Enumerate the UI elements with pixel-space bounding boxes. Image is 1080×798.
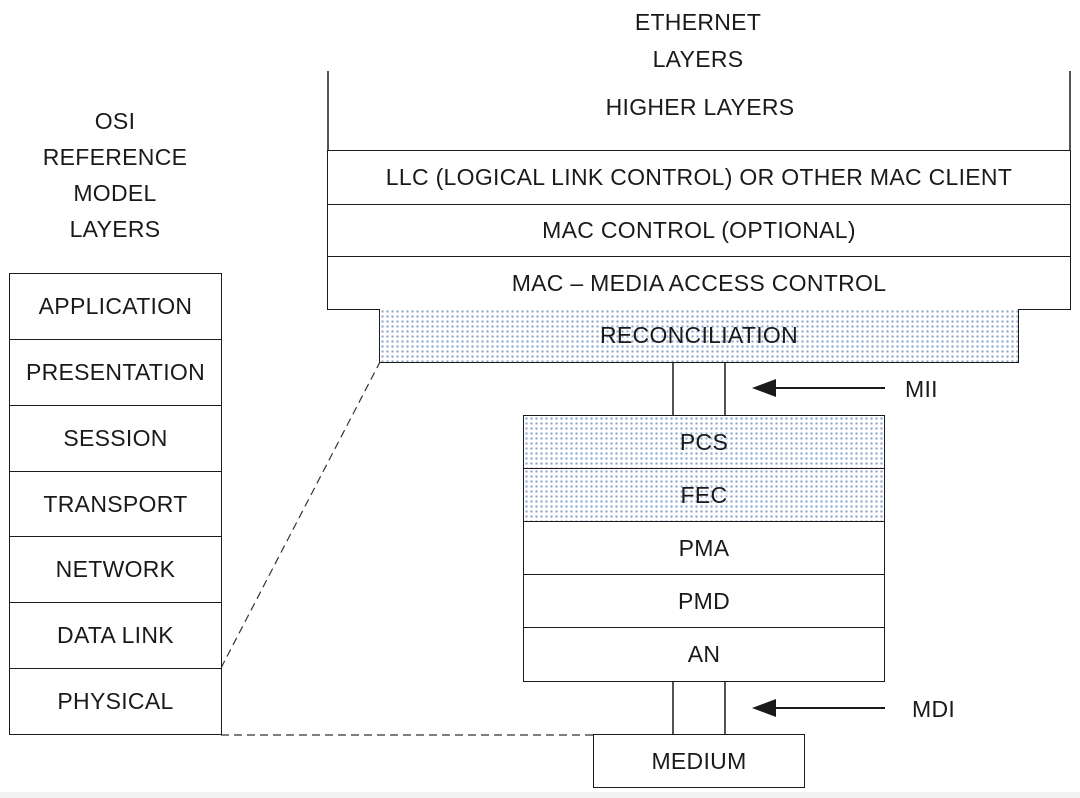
mii-arrow-head [752,379,776,397]
higher-layers-label: HIGHER LAYERS [605,94,795,120]
osi-title-line3: MODEL [73,180,157,206]
mdi-arrow-head [752,699,776,717]
llc-layer: LLC (LOGICAL LINK CONTROL) OR OTHER MAC … [327,150,1071,205]
mdi-label: MDI [912,696,956,722]
pma-layer: PMA [523,522,885,575]
osi-layer-network: NETWORK [9,537,222,603]
bottom-strip [0,792,1080,798]
osi-layer-application: APPLICATION [9,273,222,340]
medium-box: MEDIUM [593,734,805,788]
osi-layer-transport: TRANSPORT [9,472,222,537]
pcs-layer: PCS [523,415,885,469]
datalink-mapping-line [220,361,381,669]
ethernet-title-line1: ETHERNET [634,9,762,35]
an-layer: AN [523,628,885,682]
ethernet-title-line2: LAYERS [652,46,744,72]
osi-layer-presentation: PRESENTATION [9,340,222,406]
osi-title-line2: REFERENCE [42,144,188,170]
mii-label: MII [905,376,938,402]
fec-layer: FEC [523,469,885,522]
osi-title-line1: OSI [94,108,136,134]
mac-control-layer: MAC CONTROL (OPTIONAL) [327,205,1071,257]
osi-title-line4: LAYERS [69,216,161,242]
osi-layer-data-link: DATA LINK [9,603,222,669]
reconciliation-layer: RECONCILIATION [379,309,1019,363]
mac-layer: MAC – MEDIA ACCESS CONTROL [327,257,1071,310]
osi-layer-physical: PHYSICAL [9,669,222,735]
pmd-layer: PMD [523,575,885,628]
osi-layer-session: SESSION [9,406,222,472]
